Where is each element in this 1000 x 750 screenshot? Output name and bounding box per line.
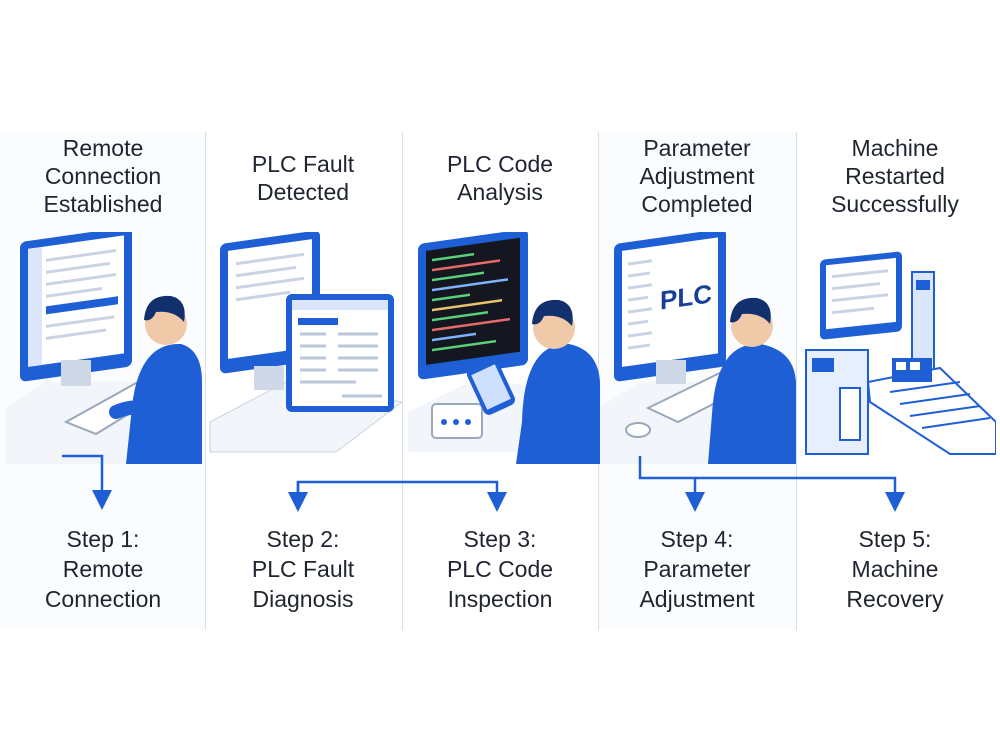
plc-logo-text: PLC [660, 278, 712, 315]
panel-divider [796, 132, 797, 630]
panel-divider [205, 132, 206, 630]
arrow-steps-2-3 [288, 480, 507, 512]
panel-divider [402, 132, 403, 630]
parameter-adjustment-illustration: PLC [600, 232, 796, 464]
plc-fault-illustration [209, 232, 402, 453]
arrow-steps-4-5 [638, 456, 905, 512]
machine-illustration [805, 251, 996, 455]
remote-connection-illustration [6, 232, 202, 464]
arrow-step-1 [62, 454, 112, 510]
plc-code-illustration [408, 232, 600, 464]
